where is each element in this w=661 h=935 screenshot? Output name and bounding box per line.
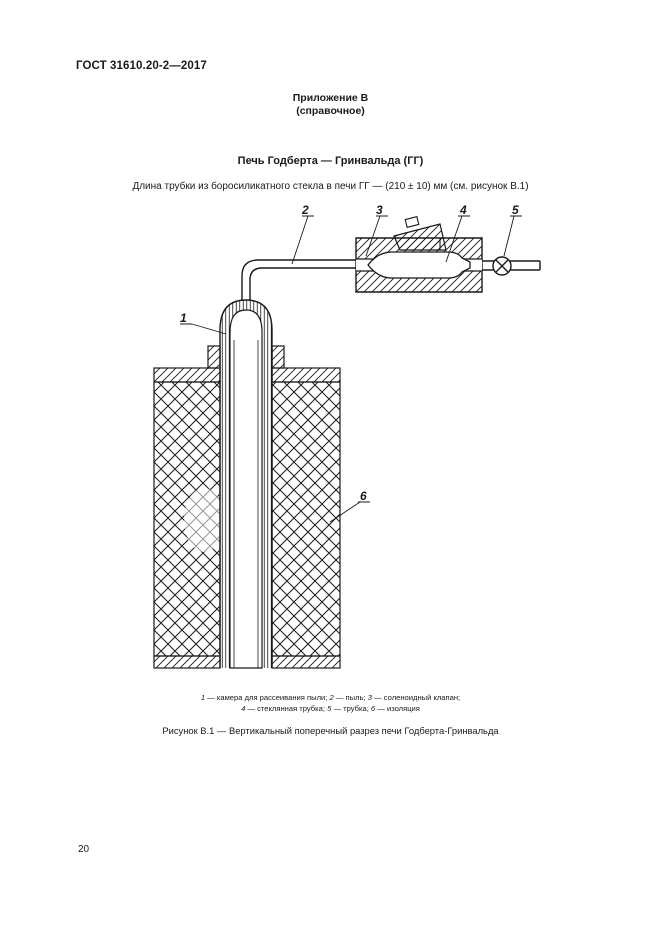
callout-6: 6	[329, 489, 370, 523]
callout-4: 4	[445, 203, 470, 263]
legend-text: — камера для рассеивания пыли;	[205, 693, 330, 702]
legend-num: 4	[241, 704, 246, 713]
figure-heading: Печь Годберта — Гринвальда (ГГ)	[237, 155, 424, 167]
svg-text:5: 5	[512, 203, 519, 217]
legend-num: 3	[367, 693, 372, 702]
feed-tube	[241, 259, 364, 301]
callout-1: 1	[180, 311, 227, 335]
callout-5: 5	[503, 203, 522, 257]
figure-caption: Рисунок В.1 — Вертикальный поперечный ра…	[162, 725, 499, 736]
outlet-tube	[482, 256, 541, 276]
collar-right	[271, 345, 285, 369]
legend-num: 1	[200, 693, 206, 702]
legend-line-2: 4 — стеклянная трубка; 5 — трубка; 6 — и…	[0, 703, 661, 714]
page-number: 20	[78, 844, 90, 855]
legend-text: — пыль;	[333, 693, 368, 702]
document-id: ГОСТ 31610.20-2—2017	[76, 60, 207, 72]
legend-text: — изоляция	[375, 704, 420, 713]
callout-3: 3	[365, 203, 388, 257]
annex-kind: (справочное)	[296, 105, 365, 117]
top-plate-left	[153, 367, 221, 383]
bottom-plate-right	[271, 655, 341, 669]
legend-text: — соленоидный клапан;	[371, 693, 461, 702]
insulation-right	[271, 381, 341, 657]
svg-text:3: 3	[376, 203, 383, 217]
blur-patch	[184, 488, 224, 552]
callout-2: 2	[291, 203, 314, 265]
svg-text:1: 1	[180, 311, 187, 325]
bottom-plate-left	[153, 655, 221, 669]
annex-title: Приложение В	[292, 92, 369, 104]
svg-text:2: 2	[301, 203, 309, 217]
legend-text: — трубка;	[331, 704, 371, 713]
legend-text: — стеклянная трубка;	[245, 704, 328, 713]
dust-chamber	[219, 299, 273, 669]
intro-text: Длина трубки из боросиликатного стекла в…	[132, 181, 529, 192]
svg-text:4: 4	[459, 203, 467, 217]
legend-line-1: 1 — камера для рассеивания пыли; 2 — пыл…	[0, 692, 661, 703]
legend-num: 5	[327, 704, 332, 713]
collar-left	[207, 345, 221, 369]
top-plate-right	[271, 367, 341, 383]
legend-num: 6	[370, 704, 376, 713]
legend-num: 2	[329, 693, 334, 702]
solenoid-valve	[355, 216, 483, 293]
furnace-body	[153, 345, 341, 669]
svg-text:6: 6	[360, 489, 367, 503]
